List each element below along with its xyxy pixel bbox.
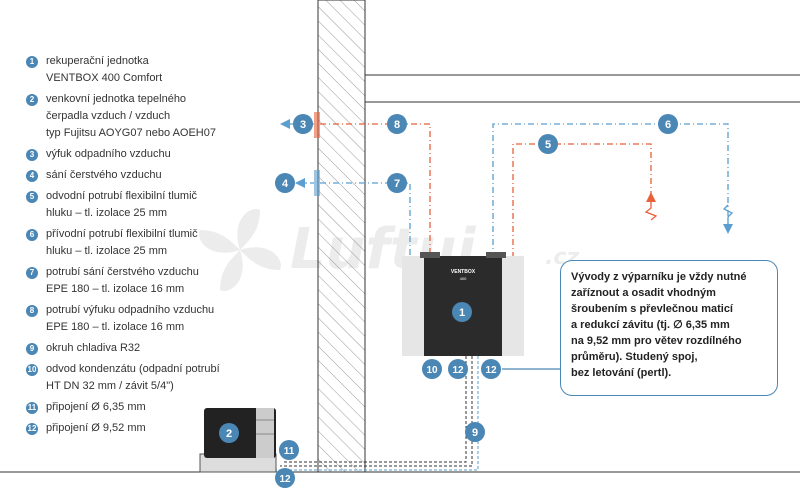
- legend-text: typ Fujitsu AOYG07 nebo AOEH07: [46, 127, 216, 139]
- legend-text: venkovní jednotka tepelného: [46, 93, 187, 105]
- legend-text: odvodní potrubí flexibilní tlumič: [46, 190, 198, 202]
- callout-line: a redukcí závitu (tj. ∅ 6,35 mm: [571, 319, 730, 331]
- wall: [317, 0, 366, 473]
- marker-1: 1: [452, 302, 472, 322]
- exhaust-grille: [314, 112, 320, 138]
- svg-text:10: 10: [426, 365, 438, 376]
- intake-grille: [314, 170, 320, 196]
- refrigerant-line-a: [284, 356, 467, 463]
- legend-item: 11 připojení Ø 6,35 mm: [26, 400, 296, 417]
- marker-12-unit-b: 12: [481, 359, 501, 379]
- legend-text: připojení Ø 6,35 mm: [46, 401, 146, 413]
- legend-text: potrubí sání čerstvého vzduchu: [46, 266, 199, 278]
- fan-logo-icon: [199, 209, 281, 291]
- supply-arrow-icon: [722, 204, 734, 234]
- callout-line: Vývody z výparníku je vždy nutné: [571, 271, 747, 283]
- svg-text:4: 4: [282, 178, 289, 190]
- legend-number-badge: 6: [26, 229, 38, 241]
- marker-7: 7: [387, 173, 407, 193]
- marker-2: 2: [219, 423, 239, 443]
- legend-text: VENTBOX 400 Comfort: [46, 72, 163, 84]
- legend-item: 4 sání čerstvého vzduchu: [26, 168, 296, 185]
- legend-text: odvod kondenzátu (odpadní potrubí: [46, 363, 220, 375]
- legend-item: 12 připojení Ø 9,52 mm: [26, 421, 296, 438]
- svg-text:2: 2: [226, 428, 232, 440]
- legend-text: výfuk odpadního vzduchu: [46, 148, 171, 160]
- svg-text:5: 5: [545, 139, 551, 151]
- legend-number-badge: 4: [26, 170, 38, 182]
- legend-number-badge: 10: [26, 364, 38, 376]
- svg-text:1: 1: [459, 307, 465, 319]
- legend-text: rekuperační jednotka: [46, 55, 149, 67]
- legend-text: EPE 180 – tl. izolace 16 mm: [46, 283, 185, 295]
- refrigerant-line-c: [276, 356, 479, 471]
- legend-number-badge: 2: [26, 94, 38, 106]
- legend-text: čerpadla vzduch / vzduch: [46, 110, 171, 122]
- marker-5: 5: [538, 134, 558, 154]
- callout-line: průměru). Studený spoj,: [571, 351, 698, 363]
- marker-10: 10: [422, 359, 442, 379]
- ventbox-model-label: 400: [460, 276, 467, 281]
- refrigerant-line-b: [280, 356, 473, 467]
- legend-item: 5 odvodní potrubí flexibilní tlumič hluku …: [26, 189, 296, 223]
- svg-text:9: 9: [472, 427, 478, 439]
- legend-text: přívodní potrubí flexibilní tlumič: [46, 228, 198, 240]
- extract-arrow-icon: [644, 192, 658, 221]
- ventbox-brand-label: VENTBOX: [451, 269, 476, 275]
- legend-number-badge: 11: [26, 402, 38, 414]
- pipe-intake-7: [320, 182, 411, 258]
- marker-6: 6: [658, 114, 678, 134]
- svg-text:12: 12: [279, 474, 291, 485]
- callout-note: Vývody z výparníku je vždy nutné zaříznou…: [560, 260, 778, 396]
- legend-item: 3 výfuk odpadního vzduchu: [26, 147, 296, 164]
- callout-line: šroubením s převlečnou maticí: [571, 303, 733, 315]
- marker-9: 9: [465, 422, 485, 442]
- legend-text: okruh chladiva R32: [46, 342, 141, 354]
- marker-11: 11: [279, 440, 299, 460]
- callout-line: bez letování (pertl).: [571, 367, 672, 379]
- marker-4: 4: [275, 173, 305, 193]
- pipe-supply-6: [492, 123, 729, 258]
- legend-number-badge: 12: [26, 423, 38, 435]
- legend-number-badge: 7: [26, 267, 38, 279]
- legend-text: připojení Ø 9,52 mm: [46, 422, 146, 434]
- svg-text:12: 12: [452, 365, 464, 376]
- legend-number-badge: 1: [26, 56, 38, 68]
- callout-line: zaříznout a osadit vhodným: [571, 287, 716, 299]
- marker-12-unit-a: 12: [448, 359, 468, 379]
- pipe-extract-5: [512, 143, 652, 258]
- pipe-exhaust-8-inner: [320, 123, 431, 258]
- callout-line: na 9,52 mm pro větev rozdílného: [571, 335, 742, 347]
- legend-text: sání čerstvého vzduchu: [46, 169, 162, 181]
- legend-text: potrubí výfuku odpadního vzduchu: [46, 304, 215, 316]
- legend-item: 10 odvod kondenzátu (odpadní potrubí HT DN…: [26, 362, 296, 396]
- legend-item: 2 venkovní jednotka tepelného čerpadla vzd…: [26, 92, 296, 143]
- svg-text:8: 8: [394, 119, 400, 131]
- outdoor-unit: [199, 408, 277, 473]
- svg-text:3: 3: [300, 119, 306, 131]
- legend-number-badge: 3: [26, 149, 38, 161]
- svg-text:6: 6: [665, 119, 671, 131]
- svg-text:11: 11: [284, 446, 295, 457]
- marker-3: 3: [280, 114, 313, 134]
- marker-12-outdoor: 12: [275, 468, 295, 488]
- legend-number-badge: 8: [26, 305, 38, 317]
- legend-text: hluku – tl. izolace 25 mm: [46, 207, 168, 219]
- svg-text:12: 12: [485, 365, 497, 376]
- legend-item: 6 přívodní potrubí flexibilní tlumič hluku…: [26, 227, 296, 261]
- legend-text: HT DN 32 mm / závit 5/4"): [46, 380, 174, 392]
- marker-8: 8: [387, 114, 407, 134]
- legend-text: hluku – tl. izolace 25 mm: [46, 245, 168, 257]
- legend-number-badge: 9: [26, 343, 38, 355]
- svg-text:7: 7: [394, 178, 400, 190]
- legend-number-badge: 5: [26, 191, 38, 203]
- legend-text: EPE 180 – tl. izolace 16 mm: [46, 321, 185, 333]
- legend-item: 9 okruh chladiva R32: [26, 341, 296, 358]
